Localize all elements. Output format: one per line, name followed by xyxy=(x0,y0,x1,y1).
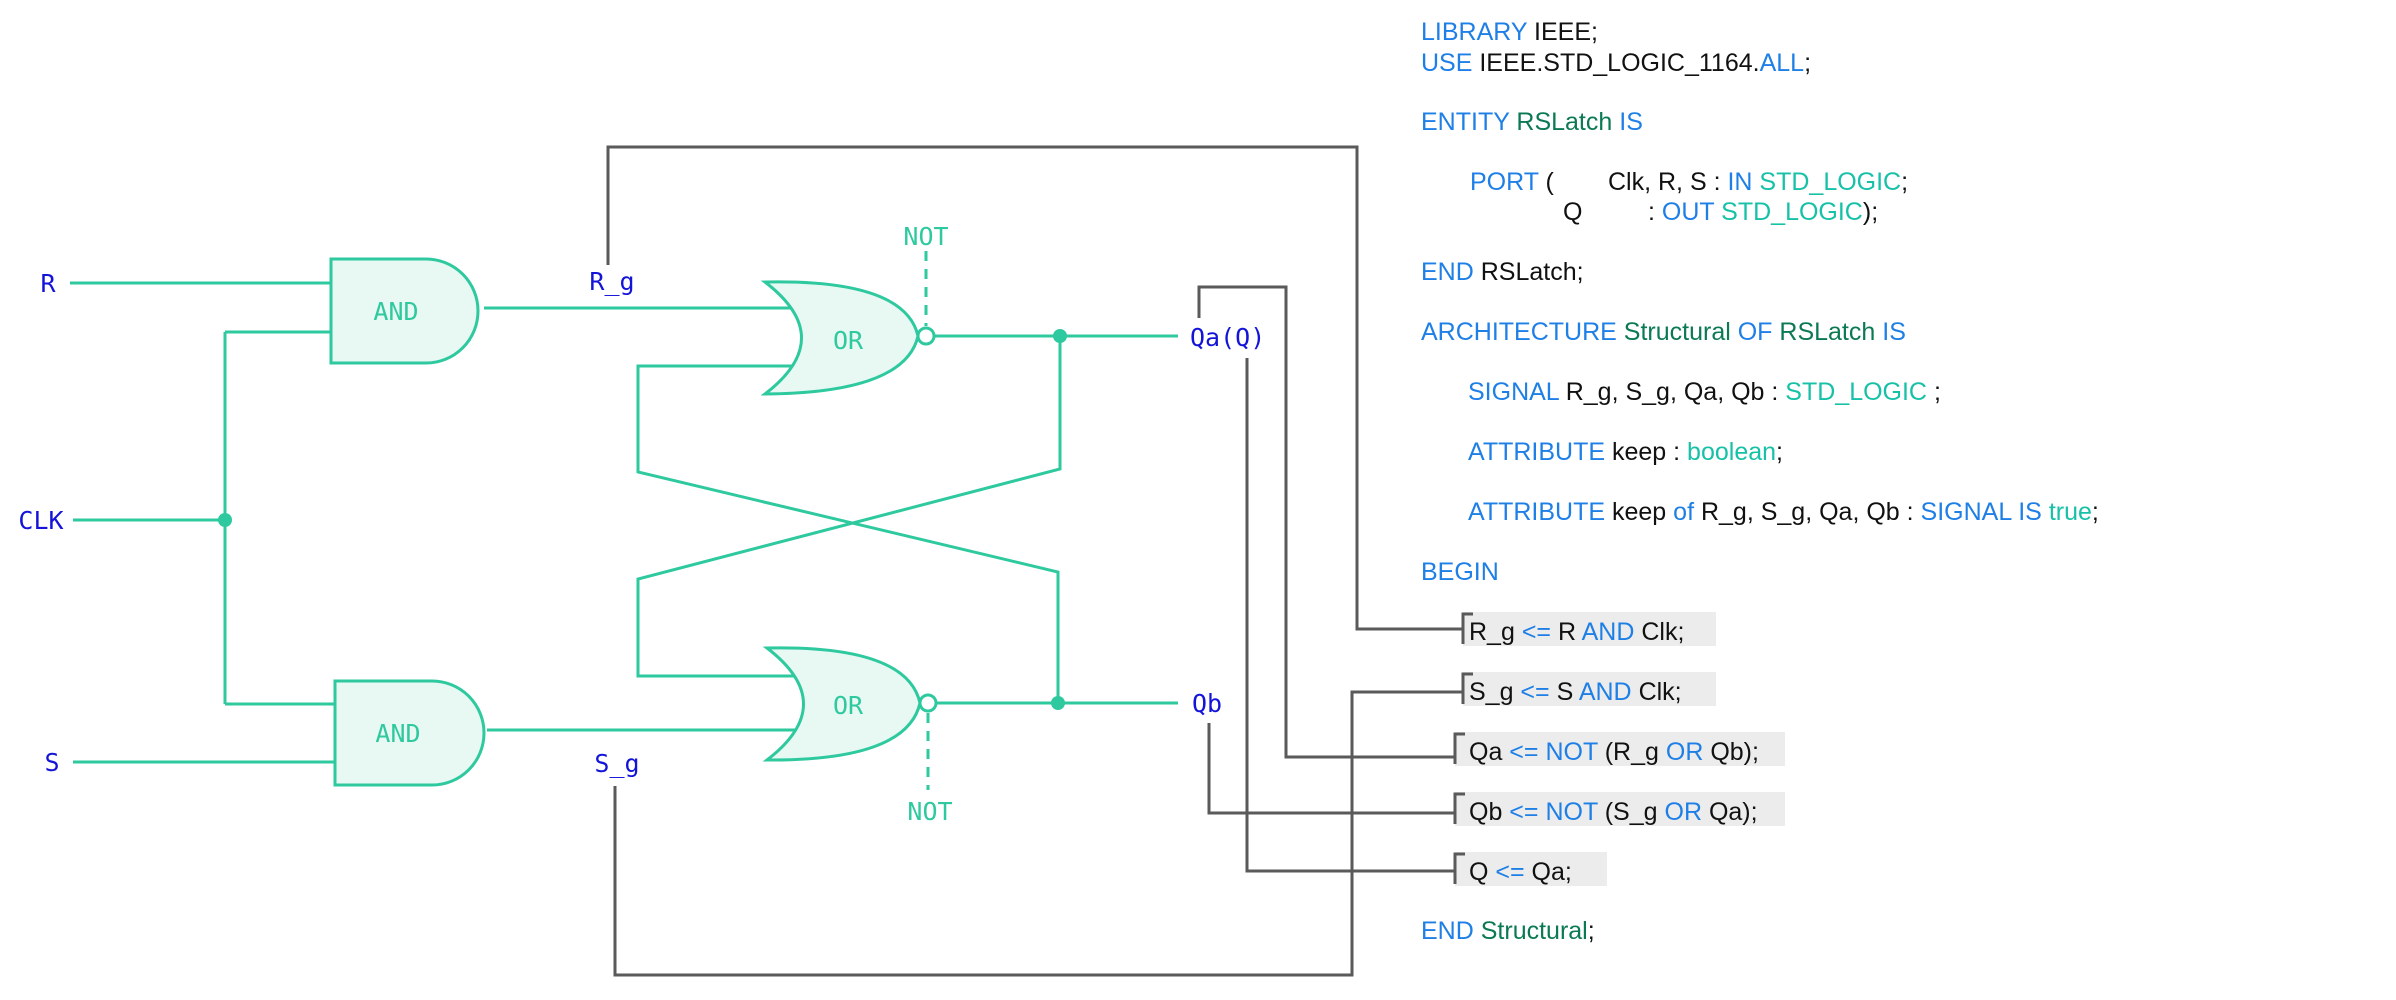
code-line-assign-qb: Qb <= NOT (S_g OR Qa); xyxy=(1469,798,1758,826)
code-line-architecture: ARCHITECTURE Structural OF RSLatch IS xyxy=(1421,318,1906,346)
signal-labels: R CLK S R_g S_g Qa(Q) Qb xyxy=(18,267,1265,778)
code-line-end-architecture: END Structural; xyxy=(1421,917,1595,945)
not-bubble-top xyxy=(916,326,936,346)
qb-junction-dot xyxy=(1051,696,1065,710)
code-line-attribute-decl: ATTRIBUTE keep : boolean; xyxy=(1468,438,1783,466)
code-line-assign-s-g: S_g <= S AND Clk; xyxy=(1469,678,1682,706)
code-line-begin: BEGIN xyxy=(1421,558,1499,586)
vhdl-code: LIBRARY IEEE; USE IEEE.STD_LOGIC_1164.AL… xyxy=(1421,18,2099,945)
not-label-bottom: NOT xyxy=(907,797,952,826)
code-line-signal: SIGNAL R_g, S_g, Qa, Qb : STD_LOGIC ; xyxy=(1468,378,1941,406)
or-gate-bottom-label: OR xyxy=(833,691,864,720)
code-line-entity: ENTITY RSLatch IS xyxy=(1421,108,1643,136)
code-line-attribute-spec: ATTRIBUTE keep of R_g, S_g, Qa, Qb : SIG… xyxy=(1468,498,2099,526)
code-line-use: USE IEEE.STD_LOGIC_1164.ALL; xyxy=(1421,49,1811,77)
not-label-top: NOT xyxy=(903,222,948,251)
input-label-clk: CLK xyxy=(18,506,63,535)
code-line-assign-q: Q <= Qa; xyxy=(1469,858,1572,886)
code-link-lines xyxy=(606,145,1465,977)
signal-label-r-g: R_g xyxy=(589,267,634,296)
signal-label-s-g: S_g xyxy=(594,749,639,778)
code-line-assign-qa: Qa <= NOT (R_g OR Qb); xyxy=(1469,738,1759,766)
signal-label-qa: Qa(Q) xyxy=(1190,323,1265,352)
code-line-assign-r-g: R_g <= R AND Clk; xyxy=(1469,618,1684,646)
and-gate-bottom-label: AND xyxy=(375,719,420,748)
and-gate-bottom: AND xyxy=(333,679,486,787)
signal-label-qb: Qb xyxy=(1192,689,1222,718)
input-label-s: S xyxy=(44,748,59,777)
code-assignment-boxes xyxy=(1453,612,1785,886)
and-gate-top-label: AND xyxy=(373,297,418,326)
not-bubble-bottom xyxy=(918,693,938,713)
clk-junction-dot xyxy=(218,513,232,527)
or-gate-bottom: OR xyxy=(762,646,938,762)
input-label-r: R xyxy=(40,269,56,298)
not-annotations: NOT NOT xyxy=(903,222,952,826)
or-gate-top-label: OR xyxy=(833,326,864,355)
or-gate-top: OR xyxy=(760,280,936,396)
code-line-port-out: Q: OUT STD_LOGIC); xyxy=(1563,198,1878,226)
code-line-port: PORT (Clk, R, S : IN STD_LOGIC; xyxy=(1470,168,1908,196)
code-line-library: LIBRARY IEEE; xyxy=(1421,18,1598,46)
qa-junction-dot xyxy=(1053,329,1067,343)
code-line-end-entity: END RSLatch; xyxy=(1421,258,1584,286)
and-gate-top: AND xyxy=(329,257,480,365)
junction-dots xyxy=(218,329,1067,710)
circuit-wires xyxy=(70,281,1178,764)
